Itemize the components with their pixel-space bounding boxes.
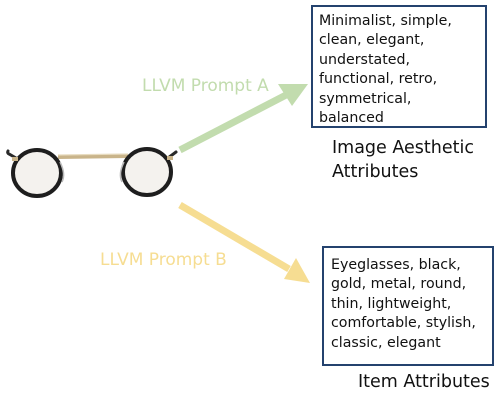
prompt-a-label: LLVM Prompt A xyxy=(142,76,269,96)
item-attributes-text: Eyeglasses, black, gold, metal, round, t… xyxy=(331,257,476,351)
prompt-b-label: LLVM Prompt B xyxy=(100,250,227,270)
eyeglasses-icon xyxy=(6,147,178,198)
aesthetic-attributes-text: Minimalist, simple, clean, elegant, unde… xyxy=(319,13,452,127)
item-attributes-box: Eyeglasses, black, gold, metal, round, t… xyxy=(322,246,494,366)
item-attributes-caption: Item Attributes xyxy=(358,372,490,392)
arrow-prompt-a xyxy=(178,84,308,154)
aesthetic-attributes-caption: Image Aesthetic Attributes xyxy=(332,138,474,182)
aesthetic-attributes-box: Minimalist, simple, clean, elegant, unde… xyxy=(311,5,487,128)
arrow-prompt-b xyxy=(178,201,310,283)
